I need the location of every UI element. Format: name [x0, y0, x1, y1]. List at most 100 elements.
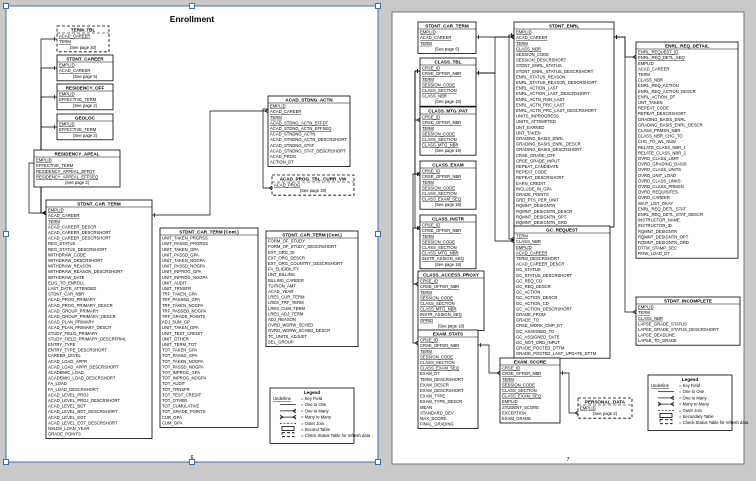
field: TC_UNITS_ADJUST — [268, 334, 308, 339]
page-reference-note: (See page 18) — [435, 262, 462, 267]
table-class-access-proxy[interactable]: CLASS_ACCESS_PROXYCRSE_IDCRSE_OFFER_NBRT… — [417, 270, 485, 331]
field: ACAD_PROG — [270, 154, 296, 159]
field: LAST_DATE_ATTENDED — [48, 286, 96, 291]
key-field: CRSE_OFFER_NBR — [422, 120, 461, 125]
table-box — [419, 57, 477, 107]
field: REPEAT_CANDIDATE — [516, 164, 559, 169]
table-enrl-req-detail[interactable]: ENRL_REQ_DETAILENRL_REQUEST_IDENRL_REQ_D… — [635, 41, 739, 259]
field: GC_REQ_CD — [516, 278, 542, 283]
field: ACAD_LEVEL_PROJ_DESCRSHORT — [48, 398, 121, 403]
legend-underline-sample: Underline — [273, 396, 292, 401]
field: ENRL_ACTN_PRC_LAST_DESCRSHORT — [516, 108, 597, 113]
field: ACAD_PLAN_PRIMARY — [48, 320, 94, 325]
field: ACAD_PLAN_PRIMARY_DESCR — [48, 325, 111, 330]
field: LRES_TRF_TERM — [268, 300, 304, 305]
crows-foot-many — [632, 54, 637, 60]
relationship-line — [614, 36, 636, 313]
key-field: CRSE_OFFER_NBR — [422, 228, 461, 233]
table-class-instr[interactable]: CLASS_INSTRCRSE_IDCRSE_OFFER_NBRTERMSESS… — [419, 214, 477, 270]
field: TERM_DESCRSHORT — [420, 377, 464, 382]
field: UNIT_TERM_TOT — [162, 342, 197, 347]
table-stdnt-car-term-cont-a[interactable]: STDNT_CAR_TERM (Cont.)UNIT_TAKEN_PRGRSSU… — [159, 227, 259, 428]
field: UNIT_TAKEN_GPA — [162, 247, 199, 252]
legend-item: = One to Many — [301, 408, 329, 413]
field: ACAD_STNDNG_STAT — [270, 143, 314, 148]
table-stdnt-car-term-cont-b[interactable]: STDNT_CAR_TERM (Cont.)FORM_OF_STUDYFORM_… — [265, 230, 359, 347]
table-residency-apeal[interactable]: RESIDENCY_APEALEMPLIDEFFECTIVE_TERMRESID… — [33, 149, 121, 188]
field: TRF_GRADE_POINTS — [162, 314, 205, 319]
table-stdnt-enrl[interactable]: STDNT_ENRLEMPLIDACAD_CAREERTERMCLASS_NBR… — [513, 21, 615, 228]
field: LRES_ADJ_TERM — [268, 311, 304, 316]
legend-item: = One to Many — [679, 395, 707, 400]
resize-handle[interactable] — [375, 459, 381, 465]
crows-foot-many — [416, 117, 421, 123]
key-field: ENRL_REQUEST_ID — [638, 50, 678, 55]
field: ACAD_STNDNG_ACTN_DESCRSHORT — [270, 137, 347, 142]
field: EXAM_GRADE — [502, 416, 531, 421]
field: TRF_TAKEN_NOGPA — [162, 303, 203, 308]
table-class-tbl[interactable]: CLASS_TBLCRSE_IDCRSE_OFFER_NBRTERMSESSIO… — [419, 57, 477, 107]
key-field: CRSE_ID — [422, 66, 440, 71]
resize-handle[interactable] — [189, 459, 195, 465]
field: CLASS_NBR — [422, 94, 447, 99]
field: CLASS_PRMSN_NBR — [638, 128, 680, 133]
field: ACAD_STNDNG_ACTN — [270, 132, 315, 137]
key-field: CRSE_ID — [502, 366, 520, 371]
field: EXAM_DESCR — [420, 382, 449, 387]
key-field: SESSION_CODE — [422, 82, 455, 87]
table-title: ENRL_REQ_DETAIL — [665, 43, 709, 48]
key-field: CLASS_SECTION — [422, 191, 457, 196]
legend-item: = Check Status Table for refresh data — [679, 420, 749, 425]
field: TOT_TRNSFR — [162, 387, 190, 392]
field: ENTRY_TYPE — [48, 342, 76, 347]
key-field: ACAD_PROG — [274, 183, 300, 188]
legend-title: Legend — [682, 377, 699, 382]
field: STUDENT_SCORE — [502, 405, 539, 410]
resize-handle[interactable] — [3, 459, 9, 465]
field: GRADING_BASIS_ENRL_DESCR — [516, 142, 581, 147]
crows-foot-many — [574, 410, 579, 416]
key-field: TERM — [48, 219, 60, 224]
table-box — [56, 54, 114, 82]
table-class-exam[interactable]: CLASS_EXAMCRSE_IDCRSE_OFFER_NBRTERMSESSI… — [419, 160, 477, 210]
field: UNIT_INPROG_GPA — [162, 269, 202, 274]
field: UNIT_PASSD_PRGRSS — [162, 241, 208, 246]
field: FINAL_GRADING — [420, 422, 454, 427]
resize-handle[interactable] — [3, 3, 9, 9]
key-field: EFFECTIVE_TERM — [59, 127, 97, 132]
table-acad-stdng-actn[interactable]: ACAD_STDNG_ACTNEMPLIDACAD_CAREERTERMACAD… — [267, 95, 351, 167]
field: ROW_LOAD_DT — [638, 251, 670, 256]
field: UNT_TAKEN — [638, 100, 663, 105]
resize-handle[interactable] — [375, 3, 381, 9]
table-class-mtg-pat[interactable]: CLASS_MTG_PATCRSE_IDCRSE_OFFER_NBRTERMSE… — [419, 106, 477, 156]
field: UNIT_INPROG_NOGPA — [162, 275, 208, 280]
resize-handle[interactable] — [375, 231, 381, 237]
legend-item: = Secondary Table — [679, 414, 714, 419]
table-exam-score[interactable]: EXAM_SCORECRSE_IDCRSE_OFFER_NBRTERMSESSI… — [499, 357, 561, 424]
field: OVRD_REQUISITES — [638, 190, 678, 195]
table-stdnt-incomplete[interactable]: STDNT_INCOMPLETEEMPLIDTERMCLASS_NBRLAPSE… — [635, 296, 741, 346]
field: CLASS_NBR_CHG_TO — [638, 134, 683, 139]
field: ACAD_PROG_PRIMARY — [48, 297, 96, 302]
table-stdnt-car-term-p7[interactable]: STDNT_CAR_TERMEMPLIDACAD_CAREERTERM(See … — [417, 21, 477, 54]
field: ENRL_STATUS_REASON — [516, 74, 565, 79]
table-stdnt-car-term-p6[interactable]: STDNT_CAR_TERMEMPLIDACAD_CAREERTERMACAD_… — [45, 199, 153, 440]
resize-handle[interactable] — [189, 3, 195, 9]
table-box — [513, 225, 611, 359]
table-gc-request[interactable]: GC_REQUESTTERMCLASS_NBREMPLIDACAD_CAREER… — [513, 225, 611, 359]
field: WAIT_LIST_OKAY — [638, 201, 673, 206]
field: CLASS_NBR — [638, 78, 663, 83]
table-box — [419, 214, 477, 270]
field: ACAD_STNDNG_STAT_DESCRSHORT — [270, 148, 346, 153]
table-exam-stats[interactable]: EXAM_STATSCRSE_IDCRSE_OFFER_NBRTERMSESSI… — [417, 329, 479, 429]
field: RQMNT_DESIGNTN_OPT — [638, 234, 689, 239]
resize-handle[interactable] — [3, 231, 9, 237]
field: UNIT_TRNSFR — [162, 286, 191, 291]
field: OVRD_GRADING_BASIS — [638, 162, 687, 167]
